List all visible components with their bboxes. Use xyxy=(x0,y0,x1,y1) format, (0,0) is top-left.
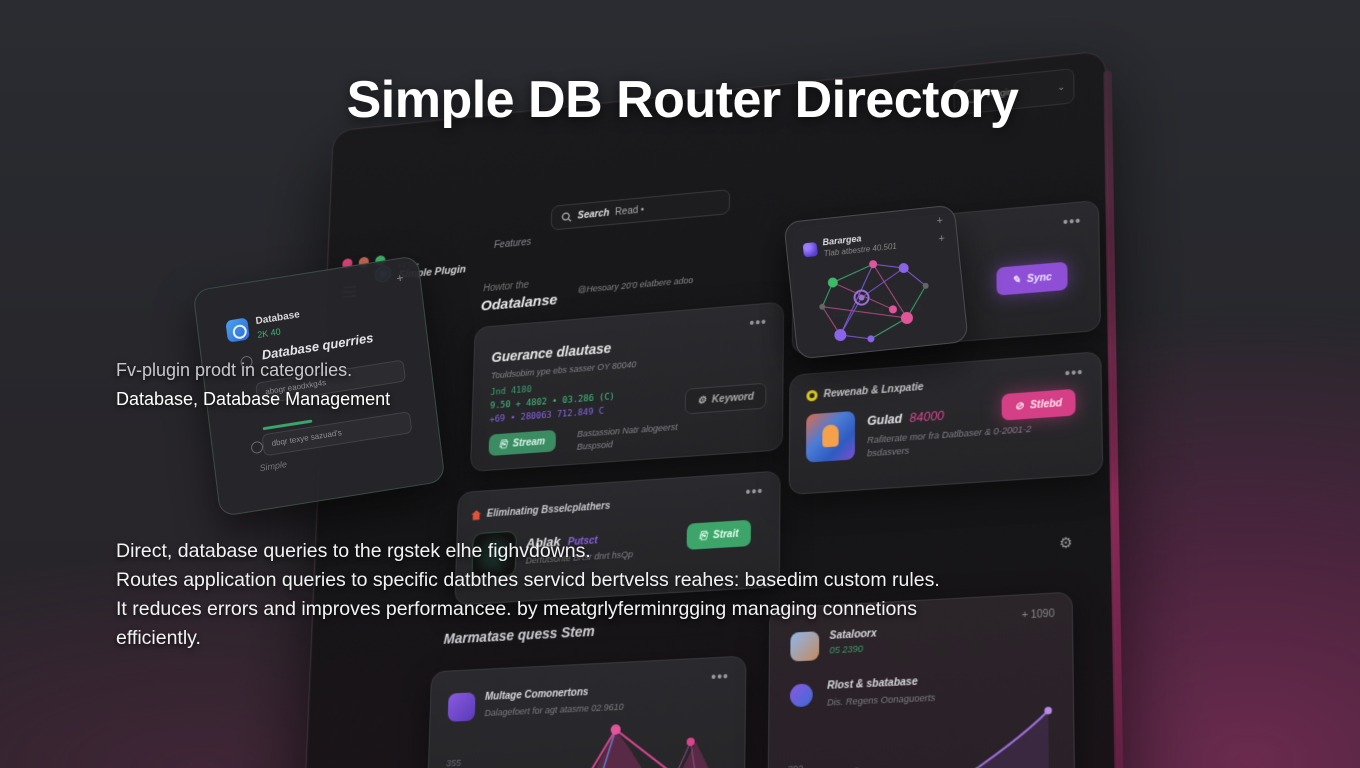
app-thumbnail xyxy=(806,410,855,463)
chart-title: Rlost & sbatabase xyxy=(827,676,918,693)
app-icon xyxy=(447,692,476,722)
category-intro: Fv-plugin prodt in categorlies. xyxy=(116,360,353,380)
plus-icon[interactable]: + xyxy=(937,232,946,246)
card-heading: Rewenab & Lnxpatie xyxy=(823,381,924,401)
link-icon: ⊘ xyxy=(1014,400,1024,413)
item-name: Gulad xyxy=(867,411,903,429)
ring-icon xyxy=(806,389,818,402)
stlebd-button[interactable]: ⊘ Stlebd xyxy=(1001,388,1076,421)
guerance-card: ••• Guerance dlautase Touldsobim ype ebs… xyxy=(470,301,785,472)
hero-description: Direct, database queries to the rgstek e… xyxy=(116,537,1036,653)
stream-button-label: Stream xyxy=(512,435,546,450)
plus-icon[interactable]: + xyxy=(935,214,944,228)
search-icon xyxy=(561,211,572,222)
sync-button[interactable]: ✎ Sync xyxy=(996,261,1068,296)
chart-subtitle: Dalagefoert for agt atasme 02.9610 xyxy=(484,701,624,719)
more-options-icon[interactable]: ••• xyxy=(749,313,768,331)
more-options-icon[interactable]: ••• xyxy=(745,482,764,500)
keyword-button-label: Keyword xyxy=(711,391,754,406)
y-tick: 392 xyxy=(787,763,803,768)
card-title: Guerance dlautase xyxy=(491,340,612,366)
nav-link-features[interactable]: Features xyxy=(493,237,532,251)
revenue-card: ••• Rewenab & Lnxpatie Gulad 84000 Rafit… xyxy=(788,351,1104,496)
description-line: Routes application queries to specific d… xyxy=(116,569,940,591)
database-name: Database xyxy=(255,309,301,328)
cluster-icon xyxy=(802,242,818,258)
stream-button[interactable]: ⎘ Stream xyxy=(488,429,557,457)
card-note: Bastassion Natr alogeerst Buspsoid xyxy=(576,421,678,452)
section-meta: @Hesoary 20'0 elatbere adoo xyxy=(577,275,694,295)
item-number: 84000 xyxy=(909,408,945,426)
line-chart xyxy=(465,719,717,768)
more-options-icon[interactable]: ••• xyxy=(1062,212,1082,231)
search-input[interactable]: Search Read • xyxy=(550,189,731,231)
description-line: Direct, database queries to the rgstek e… xyxy=(116,540,591,562)
network-graph xyxy=(819,260,929,343)
hero-title: Simple DB Router Directory xyxy=(346,71,1019,129)
description-line: It reduces errors and improves performan… xyxy=(116,598,917,620)
search-label: Search xyxy=(577,207,610,221)
graph-overlay-card: + + Barargea Tlab atbestre 40.501 xyxy=(783,204,969,360)
home-icon xyxy=(471,510,481,520)
pen-icon: ✎ xyxy=(1011,274,1021,286)
database-overlay-card: + Database 2K 40 Database querries abogr… xyxy=(192,255,446,517)
section-subtitle: Howtor the xyxy=(483,279,529,295)
radio-icon[interactable] xyxy=(250,440,264,455)
database-footer: Simple xyxy=(258,458,288,474)
keyword-button[interactable]: ⚙ Keyword xyxy=(684,382,767,415)
chart-title: Multage Comonertons xyxy=(484,686,589,703)
sync-button-label: Sync xyxy=(1026,271,1052,285)
keyword-icon: ⚙ xyxy=(697,394,707,407)
metric-line: Jnd 4180 xyxy=(490,385,532,398)
more-options-icon[interactable]: ••• xyxy=(1064,363,1084,382)
gear-icon[interactable]: ⚙ xyxy=(1059,533,1073,552)
description-line: efficiently. xyxy=(116,627,201,649)
card-heading: Eliminating Bsselcplathers xyxy=(486,500,611,520)
curve-chart xyxy=(809,706,1066,768)
link-icon: ⎘ xyxy=(499,438,508,450)
window-edge-glow xyxy=(1103,70,1124,768)
y-tick: 355 xyxy=(446,757,461,768)
network-icon xyxy=(789,683,813,708)
section-title: Odatalanse xyxy=(480,291,558,315)
plus-icon[interactable]: + xyxy=(395,270,405,286)
query-row[interactable]: dbqr texye sazuad's xyxy=(261,411,413,457)
search-placeholder: Read • xyxy=(615,204,645,218)
database-value: 2K 40 xyxy=(256,326,282,341)
app-window: • 8 Ch• Simple Plugin Features Search Re… xyxy=(302,50,1124,768)
connections-chart-card: ••• Multage Comonertons Dalagefoert for … xyxy=(424,655,747,768)
database-icon xyxy=(225,317,250,343)
stlebd-button-label: Stlebd xyxy=(1029,397,1063,411)
more-options-icon[interactable]: ••• xyxy=(710,667,730,686)
category-list: Database, Database Management xyxy=(116,389,391,409)
